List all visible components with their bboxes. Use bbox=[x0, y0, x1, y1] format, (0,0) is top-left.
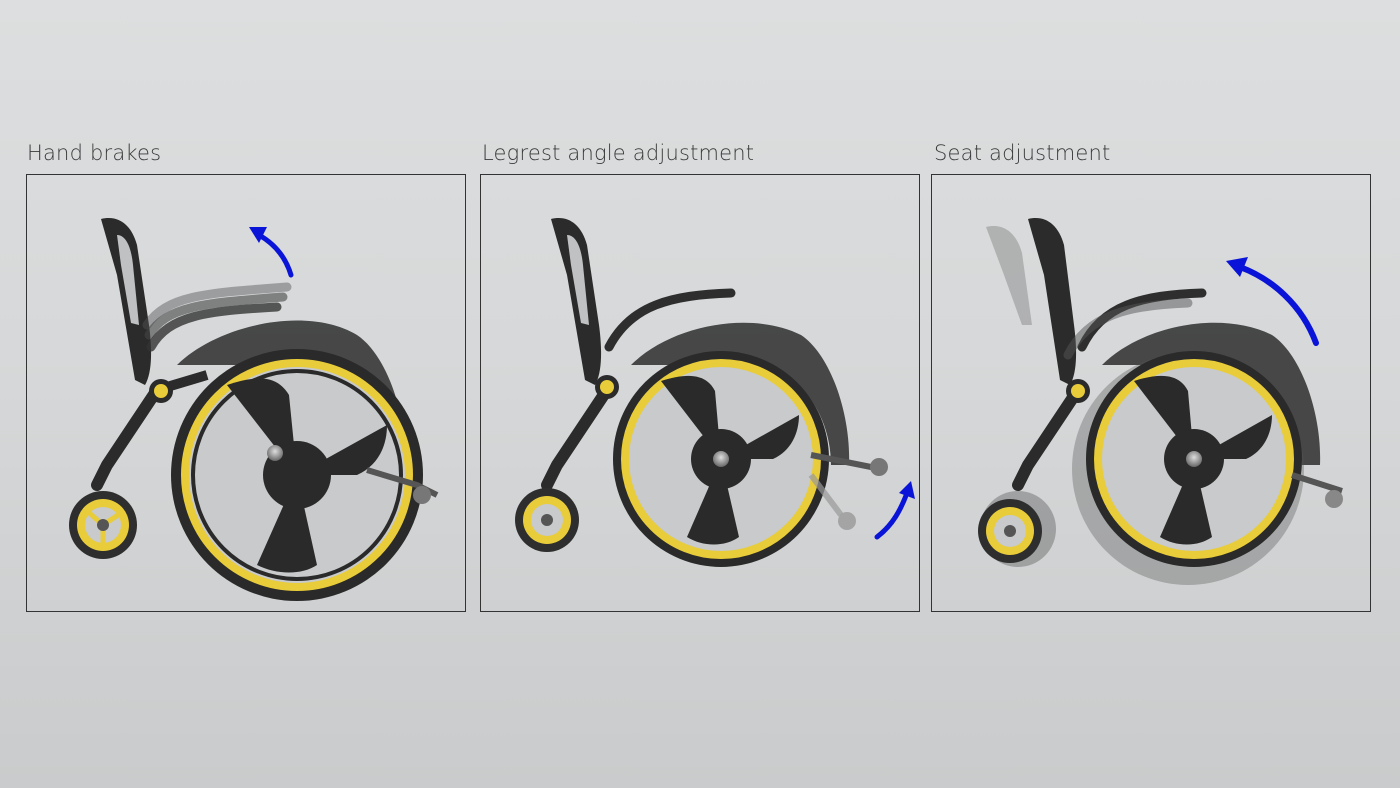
wheelchair-illustration bbox=[69, 218, 439, 601]
panel-legrest-adjustment bbox=[480, 174, 920, 612]
backrest-icon bbox=[1028, 218, 1077, 385]
motion-arrow-icon bbox=[874, 490, 910, 540]
panel-hand-brakes bbox=[26, 174, 466, 612]
panel-seat-adjustment bbox=[931, 174, 1371, 612]
panel-title-hand-brakes: Hand brakes bbox=[27, 141, 162, 165]
wheelchair-illustration bbox=[515, 218, 915, 567]
wheelchair-illustration bbox=[978, 218, 1343, 585]
backrest-icon bbox=[551, 218, 602, 385]
motion-arrow-icon bbox=[1237, 264, 1319, 346]
panel-title-legrest: Legrest angle adjustment bbox=[482, 141, 755, 165]
panel-title-seat: Seat adjustment bbox=[934, 141, 1111, 165]
motion-arrow-icon bbox=[256, 232, 294, 278]
backrest-icon bbox=[101, 218, 152, 385]
